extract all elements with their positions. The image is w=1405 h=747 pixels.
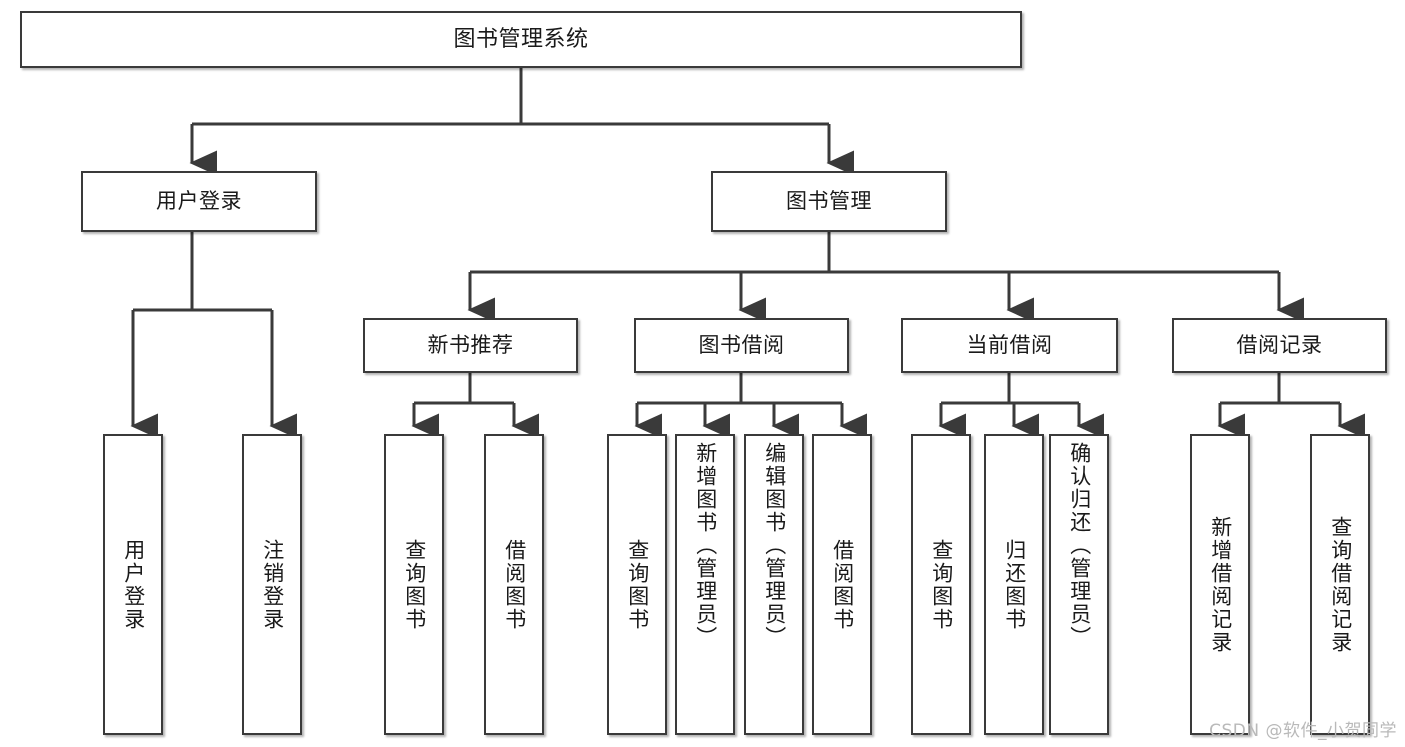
node-borrow-record[interactable]: 借阅记录 xyxy=(1172,318,1387,373)
csdn-watermark: CSDN @软件_小贺同学 xyxy=(1209,721,1397,741)
node-leaf-logout-label: 注销登录 xyxy=(260,538,285,631)
node-leaf-query-book-borrow-label: 查询图书 xyxy=(625,538,650,631)
node-book-manage[interactable]: 图书管理 xyxy=(711,171,947,232)
node-leaf-edit-book-label: 编辑图书（管理员） xyxy=(762,442,787,649)
node-root-label: 图书管理系统 xyxy=(453,26,589,52)
node-root[interactable]: 图书管理系统 xyxy=(20,11,1022,68)
node-leaf-user-login[interactable]: 用户登录 xyxy=(103,434,163,735)
node-leaf-query-record-label: 查询借阅记录 xyxy=(1328,515,1353,654)
node-book-borrow-label: 图书借阅 xyxy=(698,333,785,358)
node-leaf-borrow-book-rec[interactable]: 借阅图书 xyxy=(484,434,544,735)
node-leaf-query-book-borrow[interactable]: 查询图书 xyxy=(607,434,667,735)
node-leaf-confirm-return[interactable]: 确认归还（管理员） xyxy=(1049,434,1109,735)
node-leaf-query-book-current[interactable]: 查询图书 xyxy=(911,434,971,735)
node-book-manage-label: 图书管理 xyxy=(786,189,872,214)
node-leaf-return-book-label: 归还图书 xyxy=(1002,538,1027,631)
node-leaf-query-book-rec[interactable]: 查询图书 xyxy=(384,434,444,735)
node-leaf-query-book-current-label: 查询图书 xyxy=(929,538,954,631)
node-leaf-edit-book[interactable]: 编辑图书（管理员） xyxy=(744,434,804,735)
node-current-borrow-label: 当前借阅 xyxy=(966,333,1053,358)
node-user-login[interactable]: 用户登录 xyxy=(81,171,317,232)
node-current-borrow[interactable]: 当前借阅 xyxy=(901,318,1118,373)
node-borrow-record-label: 借阅记录 xyxy=(1236,333,1323,358)
node-new-book-rec[interactable]: 新书推荐 xyxy=(363,318,578,373)
node-leaf-logout[interactable]: 注销登录 xyxy=(242,434,302,735)
node-leaf-query-record[interactable]: 查询借阅记录 xyxy=(1310,434,1370,735)
node-leaf-query-book-rec-label: 查询图书 xyxy=(402,538,427,631)
node-leaf-add-book[interactable]: 新增图书（管理员） xyxy=(675,434,735,735)
node-leaf-return-book[interactable]: 归还图书 xyxy=(984,434,1044,735)
node-leaf-confirm-return-label: 确认归还（管理员） xyxy=(1067,442,1092,649)
node-leaf-borrow-book[interactable]: 借阅图书 xyxy=(812,434,872,735)
node-leaf-borrow-book-label: 借阅图书 xyxy=(830,538,855,631)
node-leaf-user-login-label: 用户登录 xyxy=(121,538,146,631)
node-leaf-add-record-label: 新增借阅记录 xyxy=(1208,515,1233,654)
node-book-borrow[interactable]: 图书借阅 xyxy=(634,318,849,373)
node-leaf-borrow-book-rec-label: 借阅图书 xyxy=(502,538,527,631)
node-leaf-add-book-label: 新增图书（管理员） xyxy=(693,442,718,649)
node-user-login-label: 用户登录 xyxy=(156,189,242,214)
node-leaf-add-record[interactable]: 新增借阅记录 xyxy=(1190,434,1250,735)
node-new-book-rec-label: 新书推荐 xyxy=(427,333,514,358)
